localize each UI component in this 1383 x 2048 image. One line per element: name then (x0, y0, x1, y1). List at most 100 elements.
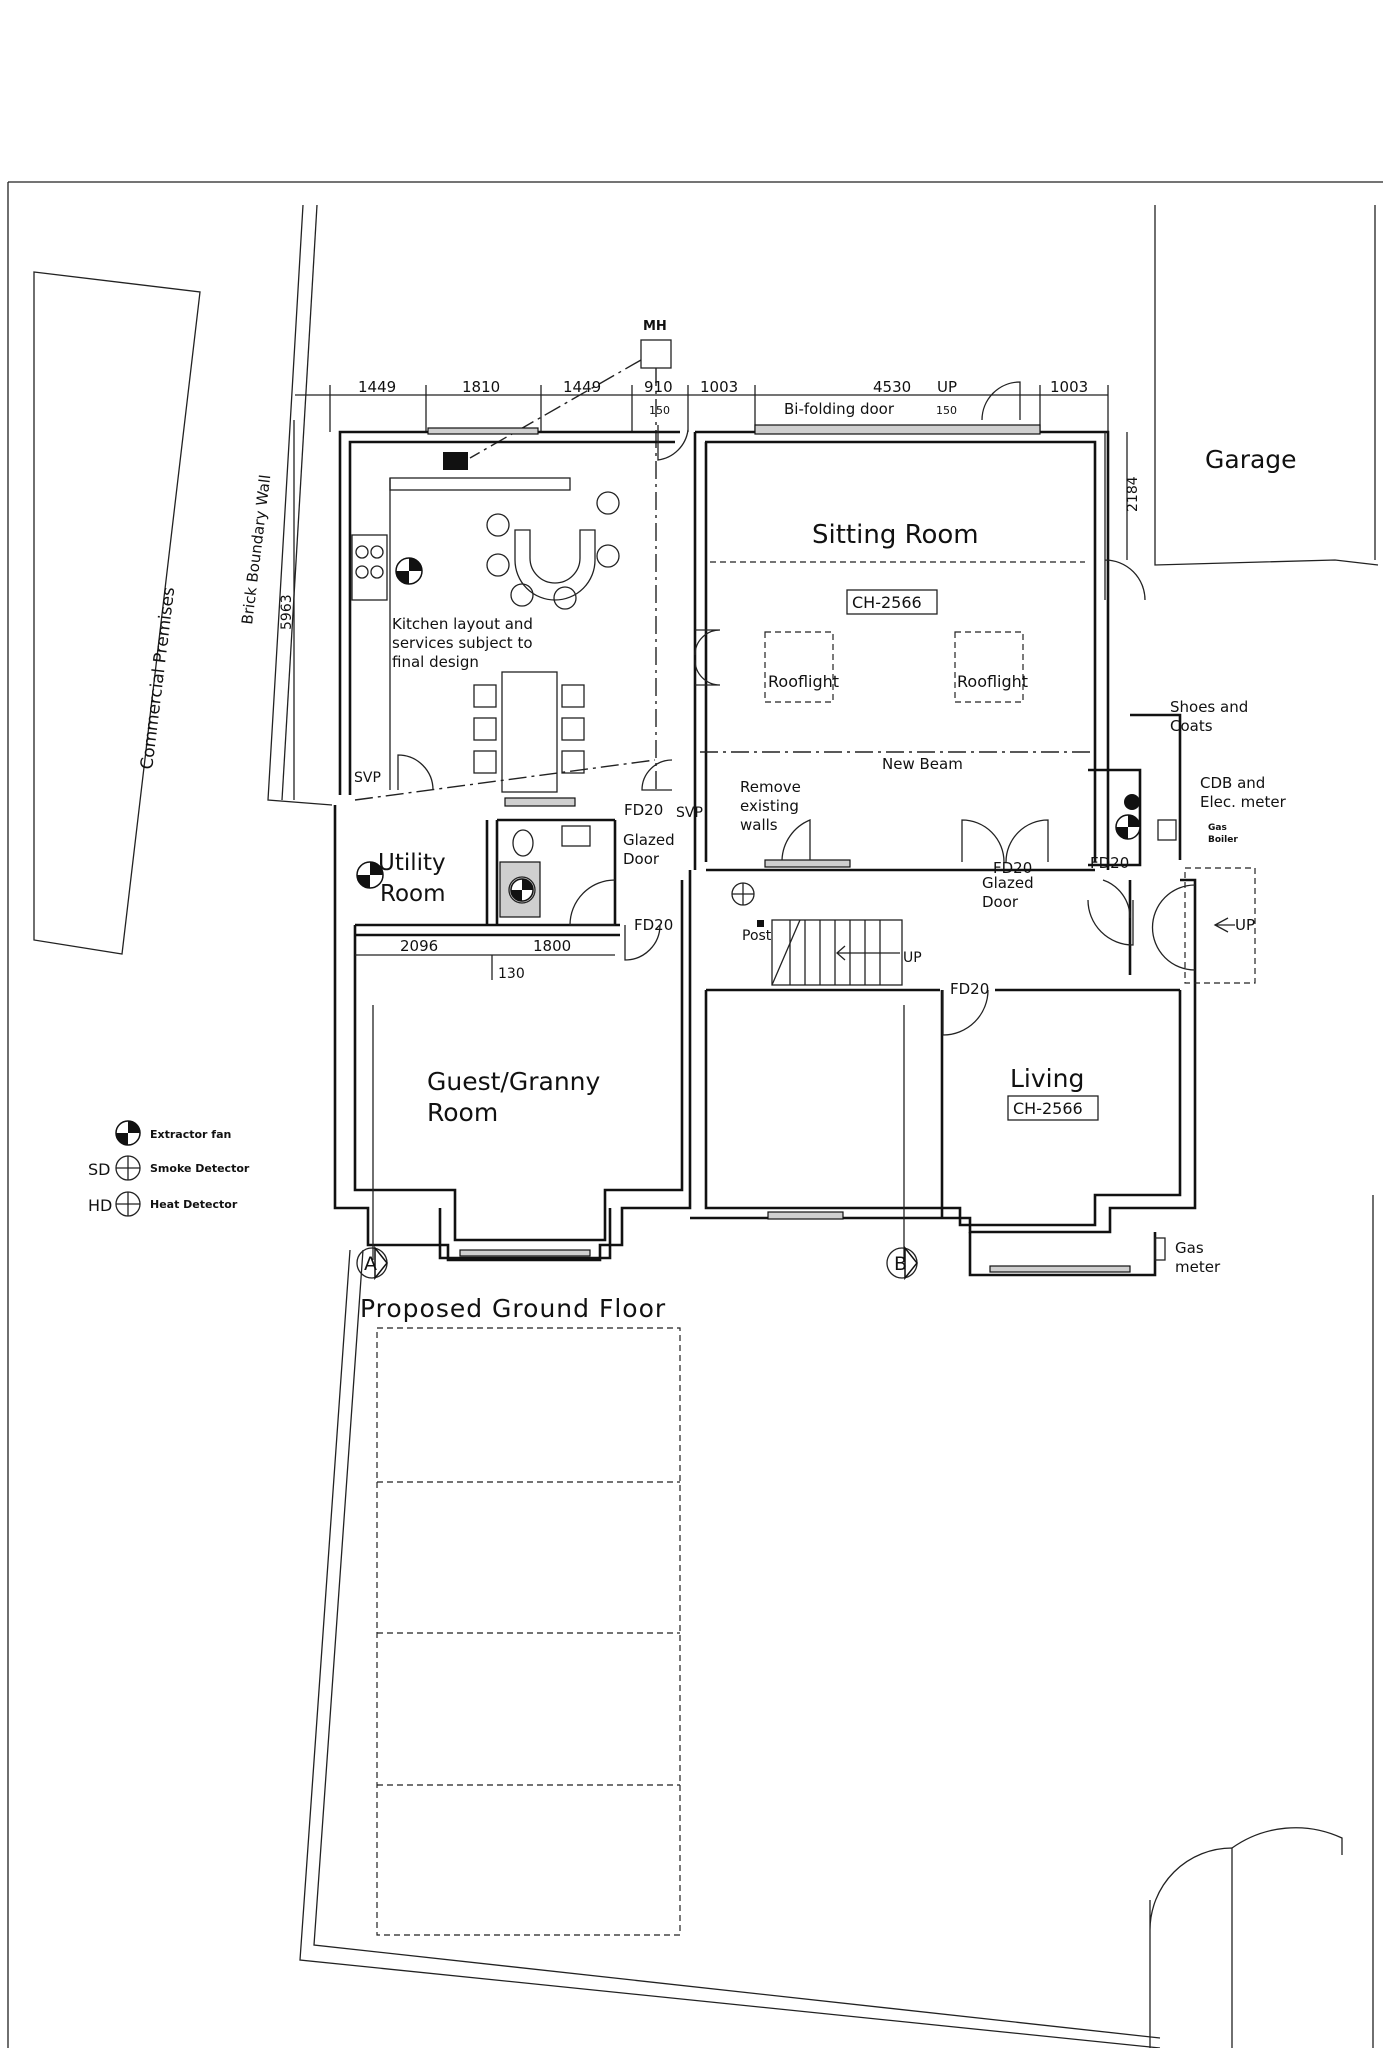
removed-wall-marker (764, 859, 851, 868)
house-left-block-outer (333, 805, 692, 1262)
dim-top-4: 910 (644, 378, 673, 396)
living-ceiling-tag-box (1007, 1095, 1099, 1121)
svp-mid-label: SVP (676, 805, 703, 821)
dim-up-150-a: 150 (649, 404, 670, 417)
shoes-coats-line-1: Shoes and (1170, 698, 1248, 716)
kitchen-opening (504, 797, 576, 807)
kitchen-note-line-2: services subject to (392, 634, 533, 652)
remove-walls-line-1: Remove (740, 778, 801, 796)
gas-boiler-line-2: Boiler (1208, 835, 1238, 845)
glazed-door-b-line-1: Glazed (982, 874, 1034, 892)
wc-toilet (512, 829, 534, 857)
kitchen-note-line-3: final design (392, 653, 479, 671)
legend-extractor-label: Extractor fan (150, 1128, 231, 1141)
new-beam-label: New Beam (882, 755, 963, 773)
utility-extractor-fan-icon (356, 861, 384, 889)
bifold-door-label: Bi-folding door (784, 400, 895, 418)
dim-top-2: 1810 (462, 378, 500, 396)
hall-up-label: UP (1235, 916, 1255, 934)
door-swings (397, 381, 1343, 2048)
stair-break-line (771, 919, 801, 986)
utility-label-line-1: Utility (378, 850, 446, 876)
legend-smoke-detector-icon (115, 1155, 141, 1181)
post-label: Post (742, 928, 772, 944)
sitting-inner-wall (705, 440, 1097, 862)
gas-meter-line-2: meter (1175, 1258, 1221, 1276)
commercial-premises-label: Commercial Premises (137, 586, 179, 771)
manhole (640, 339, 672, 369)
site-boundary-lower-inner (313, 1249, 1161, 2039)
drain-run-svp (354, 759, 656, 801)
section-a-marker (356, 1245, 388, 1281)
garage-outline (1154, 205, 1379, 566)
guest-label-line-1: Guest/Granny (427, 1067, 601, 1096)
remove-walls-line-2: existing (740, 797, 799, 815)
fd20-label-b: FD20 (634, 916, 673, 934)
kitchen-window (427, 427, 539, 435)
shoes-cupboard (1130, 713, 1182, 860)
living-label: Living (1010, 1064, 1084, 1093)
site-boundary-lower (299, 1249, 1161, 2048)
post-marker (757, 920, 764, 927)
dining-table (501, 671, 558, 793)
garage-label: Garage (1205, 445, 1297, 474)
sitting-ceiling-tag-box (846, 589, 938, 615)
legend-sd-prefix: SD (88, 1160, 110, 1179)
top-dimension-ticks (329, 385, 1109, 432)
dim-top-5: 1003 (700, 378, 738, 396)
cdb-cupboard (1088, 768, 1142, 867)
hob-rings (355, 545, 384, 579)
cdb-line-2: Elec. meter (1200, 793, 1287, 811)
drawing-title: Proposed Ground Floor (360, 1294, 666, 1323)
shoes-coats-line-2: Coats (1170, 717, 1213, 735)
section-b-label: B (894, 1253, 907, 1275)
driveway-bays (377, 1481, 680, 1786)
section-a-label: A (364, 1253, 377, 1275)
kitchen-boiler (443, 452, 468, 470)
boundary-wall-label: Brick Boundary Wall (238, 474, 274, 626)
legend-extractor-fan-icon (115, 1120, 141, 1146)
front-window-mid (767, 1211, 844, 1220)
rooflight-left (764, 631, 834, 703)
legend-heat-label: Heat Detector (150, 1198, 238, 1211)
guest-bay-window (438, 1208, 612, 1260)
glazed-door-line-1: Glazed (623, 831, 675, 849)
stair-up-label: UP (903, 950, 922, 966)
staircase (771, 919, 903, 986)
dim-top-3: 1449 (563, 378, 601, 396)
legend-hd-prefix: HD (88, 1196, 112, 1215)
porch-dashed (1184, 867, 1256, 984)
legend-heat-detector-icon (115, 1191, 141, 1217)
dim-partition: 130 (498, 966, 525, 982)
guest-window-glass (459, 1249, 591, 1257)
commercial-premises-outline (33, 271, 201, 955)
dining-chairs (473, 684, 585, 774)
sitting-ceiling-tag: CH-2566 (852, 593, 922, 612)
fd20-label-c: FD20 (993, 859, 1032, 877)
sitting-room-label: Sitting Room (812, 520, 979, 550)
section-b-marker (886, 1245, 918, 1281)
dim-top-7: 1003 (1050, 378, 1088, 396)
glazed-door-b-line-2: Door (982, 893, 1019, 911)
dim-up-150-b: 150 (936, 404, 957, 417)
dim-utility: 2096 (400, 937, 438, 955)
gas-boiler-unit (1157, 819, 1177, 841)
stair-arrowhead (836, 945, 846, 961)
living-ceiling-tag: CH-2566 (1013, 1099, 1083, 1118)
kitchen-hob (351, 534, 388, 601)
kitchen-counter-top (389, 477, 571, 491)
dim-top-1: 1449 (358, 378, 396, 396)
house-right-block-outer (690, 878, 1197, 1234)
wc-basin (561, 825, 591, 847)
dim-top-6: 4530 (873, 378, 911, 396)
gas-meter-box (1154, 1237, 1166, 1261)
shower-drain (508, 876, 536, 904)
gas-meter-line-1: Gas (1175, 1239, 1204, 1257)
dim-left-depth: 5963 (279, 594, 295, 630)
dim-right-depth: 2184 (1125, 476, 1141, 512)
house-left-block-inner (353, 880, 684, 1242)
cdb-line-1: CDB and (1200, 774, 1265, 792)
wc-extractor-fan-icon (510, 878, 534, 902)
house-right-block-inner (704, 990, 1182, 1227)
fd20-label-e: FD20 (950, 980, 989, 998)
